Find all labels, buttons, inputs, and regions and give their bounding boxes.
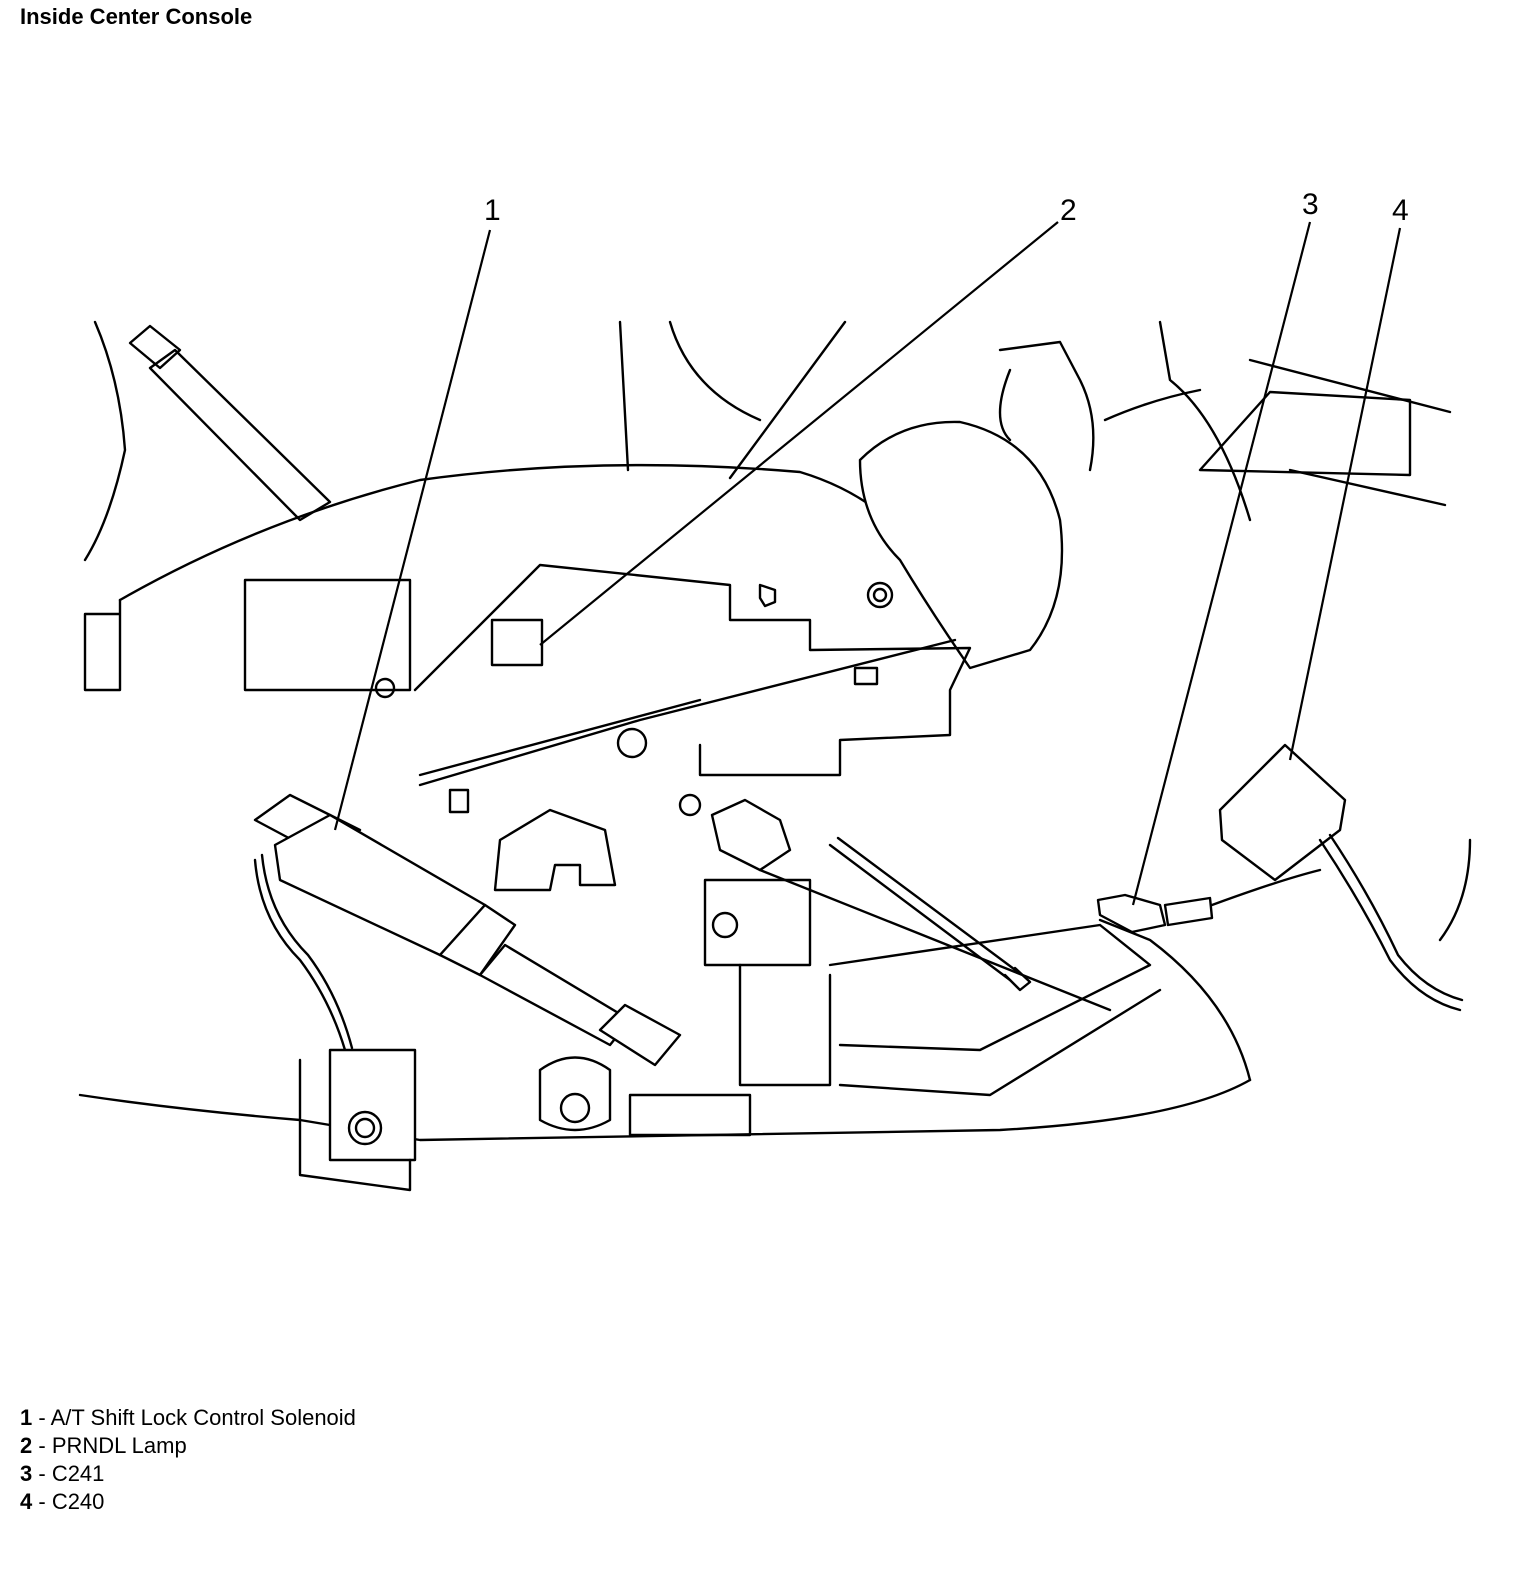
legend-item-number: 3	[20, 1461, 33, 1486]
callout-3-leader	[1131, 221, 1312, 906]
callout-4-number: 4	[1392, 194, 1409, 227]
steering-column-shaft	[83, 320, 332, 562]
legend-item-separator: -	[32, 1405, 51, 1430]
legend-item-label: PRNDL Lamp	[51, 1433, 187, 1458]
legend-item: 1 - A/T Shift Lock Control Solenoid	[20, 1404, 356, 1432]
legend-item-label: C240	[51, 1489, 105, 1514]
prndl-lamp-connector	[710, 798, 1112, 1012]
legend-item: 4 - C240	[20, 1488, 356, 1516]
callout-3-number: 3	[1302, 188, 1319, 221]
legend-item-number: 1	[20, 1405, 33, 1430]
legend-item-number: 4	[20, 1489, 33, 1514]
legend-item-label: A/T Shift Lock Control Solenoid	[50, 1405, 356, 1430]
legend-item-label: C241	[51, 1461, 105, 1486]
console-base	[78, 788, 1252, 1192]
callout-1-number: 1	[484, 194, 501, 227]
callout-1-leader	[333, 229, 492, 831]
legend-item: 3 - C241	[20, 1460, 356, 1488]
c241-connector	[1096, 868, 1322, 934]
callout-2-leader	[539, 221, 1059, 646]
legend-item-separator: -	[32, 1489, 52, 1514]
legend-item-separator: -	[32, 1433, 52, 1458]
dash-panel-outline	[83, 320, 1452, 692]
shift-lock-solenoid	[253, 793, 682, 1067]
legend-item: 2 - PRNDL Lamp	[20, 1432, 356, 1460]
c240-connector	[1218, 743, 1472, 1012]
callout-2-number: 2	[1060, 194, 1077, 227]
legend-item-number: 2	[20, 1433, 33, 1458]
legend-item-separator: -	[32, 1461, 52, 1486]
blower-drum	[858, 340, 1202, 670]
page-title: Inside Center Console	[20, 4, 253, 29]
shifter-bracket	[243, 563, 972, 787]
callout-4-leader	[1288, 227, 1402, 761]
legend: 1 - A/T Shift Lock Control Solenoid 2 - …	[20, 1404, 356, 1516]
